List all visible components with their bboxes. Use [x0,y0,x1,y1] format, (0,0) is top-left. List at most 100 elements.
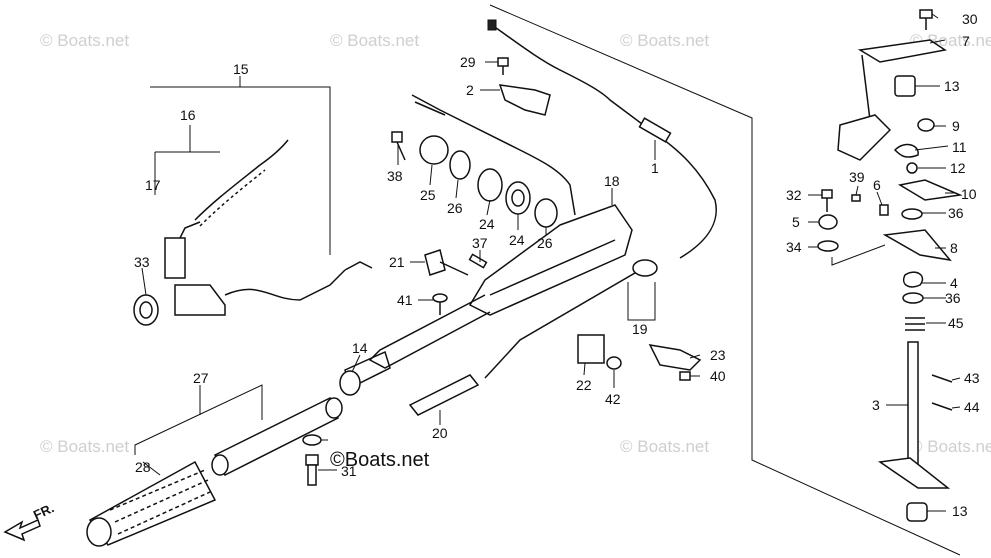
part-28-grip [86,460,217,547]
part-2-bracket [498,84,551,116]
callout-4: 4 [950,275,958,291]
callout-labels: 15 16 17 33 1 2 29 38 25 26 24 24 26 18 … [134,11,980,519]
callout-21: 21 [389,254,405,270]
callout-7: 7 [962,33,970,49]
part-35-washer [302,434,322,446]
part-8-arm [882,229,952,262]
callout-8: 8 [950,240,958,256]
part-10-lever [897,179,963,201]
callout-9: 9 [952,118,960,134]
part-18-tiller-handle [468,204,633,316]
part-36-washer [901,208,923,220]
part-37-pin [468,253,488,269]
part-4-spring [903,271,924,288]
callout-26-a: 26 [447,200,463,216]
part-22-clip [577,334,605,364]
part-14-nut [339,370,361,396]
part-44-pin [931,402,953,411]
forward-label: FR. [31,500,56,522]
throttle-cable [487,19,717,259]
callout-40: 40 [710,368,726,384]
callout-36-b: 36 [945,290,961,306]
callout-27: 27 [193,370,209,386]
part-29-bolt [497,57,509,75]
watermark-top-left: © Boats.net [40,31,129,50]
callout-25: 25 [420,187,436,203]
part-7-bracket [837,39,947,161]
callout-3: 3 [872,397,880,413]
part-45-spring [905,317,925,331]
callout-34: 34 [786,239,802,255]
callout-24-b: 24 [509,232,525,248]
callout-14: 14 [352,340,368,356]
watermark-top-center: © Boats.net [330,31,419,50]
assembly-boundary [489,4,961,556]
watermark-bottom-far-right: © Boats.net [910,437,991,456]
part-3-shift-rod [877,341,951,489]
part-12-ball [906,162,918,174]
watermark-top-right: © Boats.net [620,31,709,50]
callout-11: 11 [952,139,967,155]
leader-lines [134,13,961,512]
callout-15: 15 [233,61,249,77]
callout-19: 19 [632,321,648,337]
callout-5: 5 [792,214,800,230]
callout-38: 38 [387,168,403,184]
part-31-bolt [305,454,319,486]
callout-41: 41 [397,292,413,308]
forward-direction-marker: FR. [3,500,56,542]
part-25-plate [419,135,449,165]
part-11-spring [893,143,919,158]
part-43-pin [931,374,953,383]
callout-18: 18 [604,173,620,189]
callout-13-a: 13 [944,78,960,94]
callout-31: 31 [341,463,357,479]
watermark-bottom-left: © Boats.net [40,437,129,456]
watermarks: © Boats.net © Boats.net © Boats.net © Bo… [40,31,991,471]
callout-23: 23 [710,347,726,363]
callout-26-b: 26 [537,235,553,251]
callout-33: 33 [134,254,150,270]
part-42-nut [606,356,622,370]
callout-6: 6 [873,177,881,193]
part-41-bolt [432,293,448,315]
part-23-bracket [648,344,702,371]
part-32-bolt [821,189,833,212]
part-13-cap-b [906,502,928,522]
watermark-center-stamp: ©Boats.net [330,449,430,471]
part-33-seal [133,294,159,326]
callout-22: 22 [576,377,592,393]
callout-44: 44 [964,399,980,415]
callout-45: 45 [948,315,964,331]
part-9-nut [917,118,935,132]
callout-16: 16 [180,107,196,123]
callout-30: 30 [962,11,978,27]
callout-28: 28 [135,459,151,475]
callout-43: 43 [964,370,980,386]
part-30-bolt [919,9,933,30]
callout-37: 37 [472,235,488,251]
callout-2: 2 [466,82,474,98]
part-26-washer-b [534,198,558,228]
kill-switch-group [150,86,373,316]
callout-20: 20 [432,425,448,441]
part-5-collar [818,214,838,230]
part-40-bolt [679,371,691,381]
part-21-knob [424,249,469,276]
callout-12: 12 [950,160,966,176]
callout-17: 17 [145,177,161,193]
part-13-cap [894,75,916,97]
part-24-gear [477,168,503,202]
part-20-bar [408,374,480,416]
callout-1: 1 [651,160,659,176]
callout-10: 10 [961,186,977,202]
part-26-washer [449,150,471,180]
callout-36-a: 36 [948,205,964,221]
callout-39: 39 [849,169,865,185]
forward-arrow-icon [3,518,41,542]
watermark-bottom-right: © Boats.net [620,437,709,456]
part-34-washer [817,240,839,252]
callout-29: 29 [460,54,476,70]
